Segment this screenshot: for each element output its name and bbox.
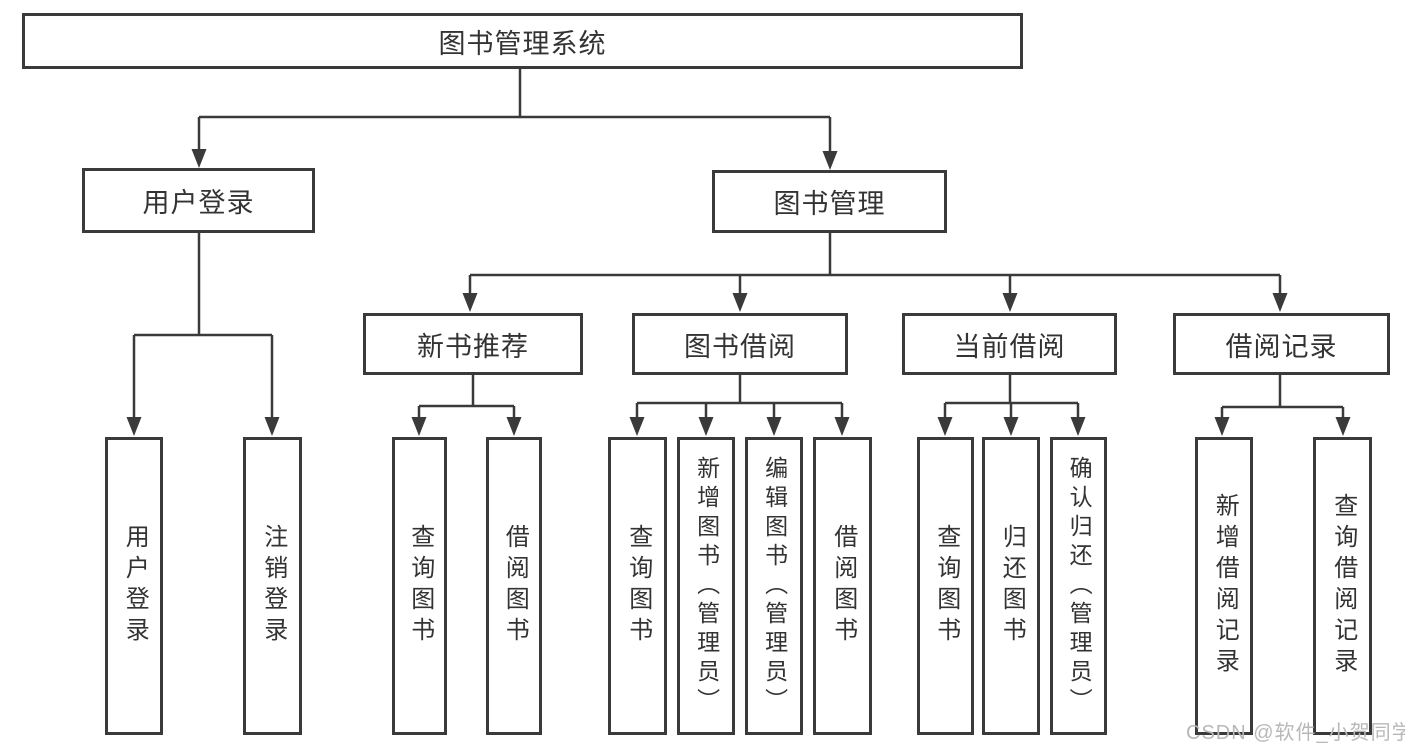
node-book-borrowing-label: 图书借阅 — [684, 331, 796, 362]
node-current-return-books: 归还图书 — [982, 437, 1040, 735]
node-records-query-record: 查询借阅记录 — [1313, 437, 1372, 735]
node-current-borrowing: 当前借阅 — [902, 313, 1117, 375]
node-user-login-label: 用户登录 — [142, 188, 255, 218]
node-borrowing-records-label: 借阅记录 — [1225, 331, 1338, 362]
node-new-book-recommendation-label: 新书推荐 — [417, 331, 529, 362]
node-root: 图书管理系统 — [22, 13, 1023, 69]
node-current-query-books: 查询图书 — [917, 437, 974, 735]
node-records-add-record: 新增借阅记录 — [1195, 437, 1253, 735]
node-borrow-add-books-admin: 新增图书（管理员） — [677, 437, 735, 735]
node-borrow-borrow-books-label: 借阅图书 — [829, 524, 857, 648]
node-current-confirm-return-admin-label: 确认归还（管理员） — [1066, 455, 1093, 717]
connector-strokes — [132, 69, 1345, 424]
node-current-query-books-label: 查询图书 — [932, 524, 960, 648]
node-book-management: 图书管理 — [712, 170, 947, 233]
node-user-login-leaf: 用户登录 — [105, 437, 163, 735]
node-records-add-record-label: 新增借阅记录 — [1211, 493, 1239, 679]
node-new-book-recommendation: 新书推荐 — [363, 313, 583, 375]
node-borrow-edit-books-admin: 编辑图书（管理员） — [745, 437, 803, 735]
node-current-return-books-label: 归还图书 — [998, 524, 1026, 648]
node-user-login-leaf-label: 用户登录 — [121, 524, 149, 648]
node-recommend-query-books-label: 查询图书 — [406, 524, 434, 648]
node-borrow-query-books: 查询图书 — [608, 437, 667, 735]
node-recommend-borrow-books-label: 借阅图书 — [501, 524, 529, 648]
node-book-management-label: 图书管理 — [773, 189, 886, 219]
node-borrow-borrow-books: 借阅图书 — [813, 437, 872, 735]
node-borrow-query-books-label: 查询图书 — [624, 524, 652, 648]
node-book-borrowing: 图书借阅 — [632, 313, 848, 375]
node-logout-leaf-label: 注销登录 — [259, 524, 287, 648]
node-current-borrowing-label: 当前借阅 — [953, 331, 1066, 362]
node-recommend-query-books: 查询图书 — [392, 437, 447, 735]
node-root-label: 图书管理系统 — [438, 28, 607, 59]
node-records-query-record-label: 查询借阅记录 — [1329, 493, 1357, 679]
node-borrowing-records: 借阅记录 — [1173, 313, 1390, 375]
node-borrow-add-books-admin-label: 新增图书（管理员） — [693, 455, 720, 717]
watermark: CSDN @软件_小贺同学 — [1186, 722, 1405, 744]
node-recommend-borrow-books: 借阅图书 — [486, 437, 542, 735]
node-logout-leaf: 注销登录 — [243, 437, 302, 735]
node-borrow-edit-books-admin-label: 编辑图书（管理员） — [761, 455, 788, 717]
node-user-login: 用户登录 — [82, 168, 315, 233]
arrowheads — [126, 149, 1351, 436]
node-current-confirm-return-admin: 确认归还（管理员） — [1050, 437, 1107, 735]
